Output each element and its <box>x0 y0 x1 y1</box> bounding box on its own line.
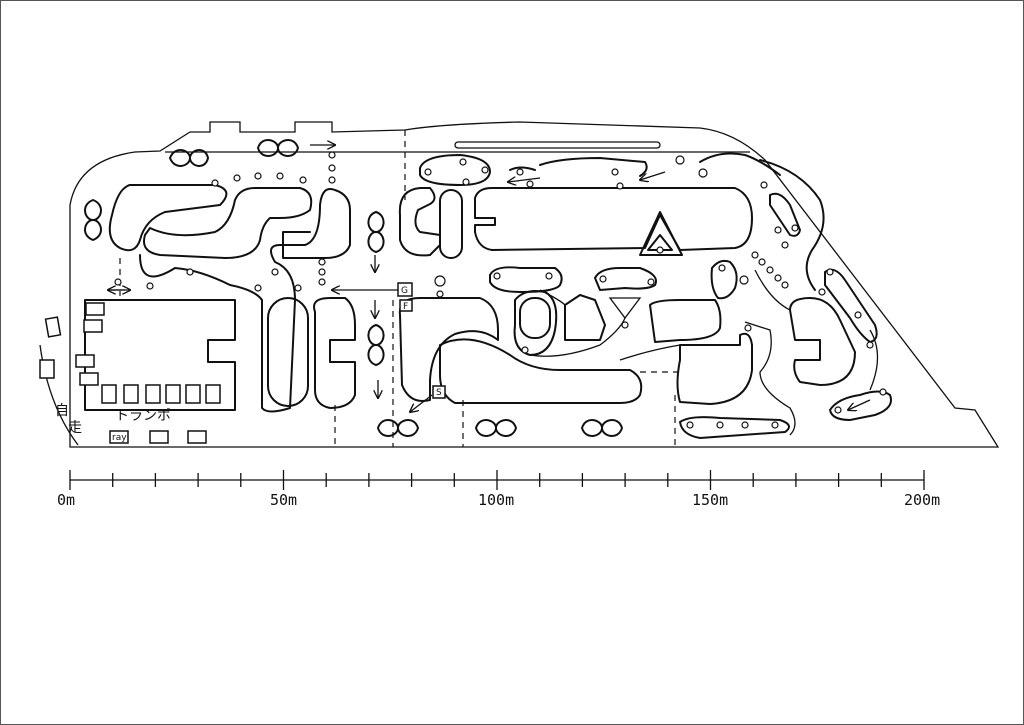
svg-text:S: S <box>436 388 442 398</box>
scale-bar: 0m 50m 100m 150m 200m <box>57 470 940 509</box>
parking-building <box>84 299 236 411</box>
section-dividers <box>119 130 680 447</box>
parking-boxes <box>39 302 221 444</box>
direction-arrows <box>108 145 871 412</box>
marker-g: G <box>397 282 413 297</box>
venue-outline <box>69 121 1000 448</box>
svg-text:G: G <box>401 286 408 296</box>
top-strip <box>454 141 661 149</box>
jisou-label-1: 自 <box>55 403 69 419</box>
course-right <box>676 152 892 439</box>
scale-label-200m: 200m <box>904 491 940 509</box>
connector-paths <box>529 269 879 436</box>
svg-text:F: F <box>403 302 408 312</box>
scale-label-100m: 100m <box>478 491 514 509</box>
scale-label-150m: 150m <box>692 491 728 509</box>
marker-s: S <box>432 385 446 399</box>
scale-label-50m: 50m <box>270 491 297 509</box>
figure-eights <box>84 139 623 437</box>
cones <box>114 151 887 429</box>
marker-f: F <box>399 299 413 312</box>
jisou-label-2: 走 <box>68 420 82 436</box>
trampo-label: トランポ <box>115 408 171 424</box>
ray-label: ray <box>112 433 127 443</box>
course-left <box>108 184 643 413</box>
entrance-curve <box>39 344 79 446</box>
course-middle <box>398 154 753 356</box>
scale-label-0m: 0m <box>57 491 75 509</box>
